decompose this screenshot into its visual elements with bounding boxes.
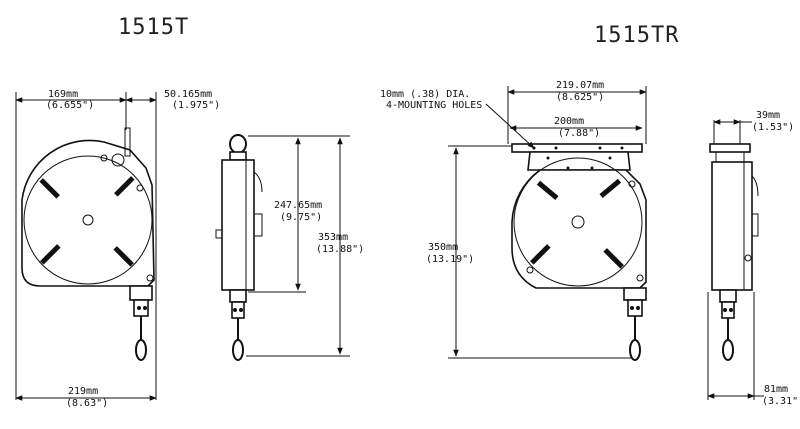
dim-1515TR-side-depth: 81mm (3.31")	[707, 292, 800, 407]
dim-1515T-offset-top: 50.165mm (1.975")	[125, 89, 220, 400]
dim-label: 350mm	[428, 242, 458, 253]
dim-1515TR-total-height: 350mm (13.19")	[426, 145, 632, 359]
model-title-1515TR: 1515TR	[594, 23, 679, 48]
dim-1515T-total-height: 353mm (13.88")	[246, 137, 364, 357]
dim-label-inch: (8.63")	[66, 398, 108, 409]
side-view-1515T	[215, 134, 263, 361]
dim-1515TR-width-top: 219.07mm (8.625")	[507, 80, 647, 144]
dim-1515TR-mounting-note: 10mm (.38) DIA. 4-MOUNTING HOLES	[380, 89, 535, 149]
dim-label: 81mm	[764, 384, 788, 395]
dim-label-inch: (13.19")	[426, 254, 474, 265]
side-view-1515TR	[709, 143, 759, 361]
dim-1515TR-hole-spacing: 200mm (7.88")	[509, 116, 643, 139]
front-view-1515T	[21, 127, 155, 361]
dim-label-inch: (1.53")	[752, 122, 794, 133]
dim-label-inch: (1.975")	[172, 100, 220, 111]
dim-label-inch: (8.625")	[556, 92, 604, 103]
dim-label-inch: (9.75")	[280, 212, 322, 223]
dim-label-inch: (3.31")	[762, 396, 800, 407]
dim-label-inch: (6.655")	[46, 100, 94, 111]
dim-label: 39mm	[756, 110, 780, 121]
mounting-note-line2: 4-MOUNTING HOLES	[386, 100, 482, 111]
dim-label-inch: (13.88")	[316, 244, 364, 255]
dim-label: 169mm	[48, 89, 78, 100]
dim-1515TR-side-top: 39mm (1.53")	[713, 110, 794, 144]
dim-label: 219.07mm	[556, 80, 604, 91]
model-title-1515T: 1515T	[118, 15, 189, 40]
front-view-1515TR	[511, 143, 647, 361]
dim-1515T-bottom-width: 219mm (8.63")	[15, 386, 157, 409]
dim-label: 247.65mm	[274, 200, 322, 211]
dim-1515T-width-top: 169mm (6.655")	[15, 89, 127, 400]
dim-1515T-mid-height: 247.65mm (9.75")	[248, 135, 350, 293]
dim-label-inch: (7.88")	[558, 128, 600, 139]
dim-label: 50.165mm	[164, 89, 212, 100]
dim-label: 200mm	[554, 116, 584, 127]
dim-label: 353mm	[318, 232, 348, 243]
mounting-note-line1: 10mm (.38) DIA.	[380, 89, 470, 100]
dim-label: 219mm	[68, 386, 98, 397]
